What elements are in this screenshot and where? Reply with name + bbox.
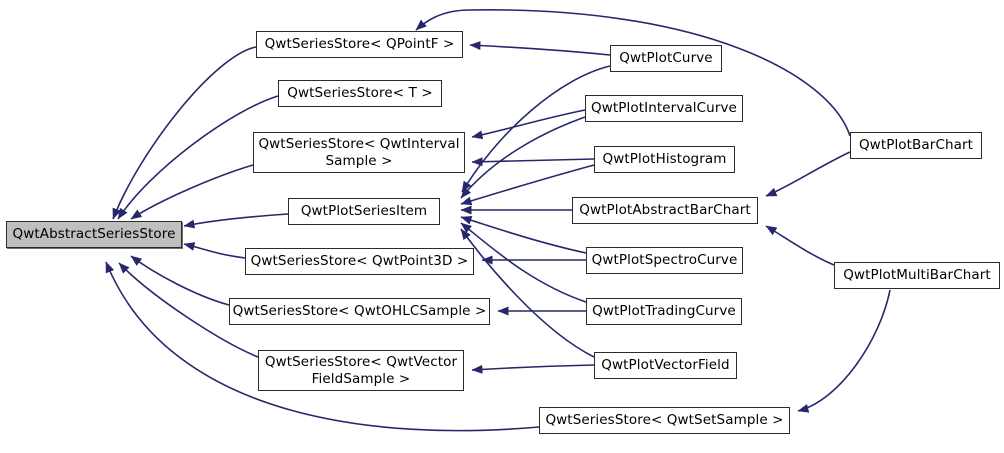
edge-barchart-to-ss-qpointf xyxy=(415,9,851,137)
node-qwtplotseriesitem[interactable]: QwtPlotSeriesItem xyxy=(288,198,440,225)
edge-ss-point3d-to-abstract xyxy=(183,242,246,259)
edge-vectorfield-to-seriesitem xyxy=(460,228,595,358)
edge-barchart-to-abstractbar xyxy=(765,151,851,197)
edge-trading-to-seriesitem xyxy=(460,222,587,303)
node-qwtplotcurve[interactable]: QwtPlotCurve xyxy=(610,45,722,72)
edge-ss-qpointf-to-abstract xyxy=(112,46,257,220)
edge-ss-ohlc-to-abstract xyxy=(130,255,230,306)
node-qwtplotabstractbarchart[interactable]: QwtPlotAbstractBarChart xyxy=(572,197,758,224)
edge-intervalcurve-to-ss-interval xyxy=(471,109,586,140)
edge-seriesitem-to-abstract xyxy=(183,213,289,229)
node-qwtplotspectrocurve[interactable]: QwtPlotSpectroCurve xyxy=(586,247,743,274)
node-qwtseriesstore-qwtintervalsample[interactable]: QwtSeriesStore< QwtInterval Sample > xyxy=(253,132,465,173)
node-qwtplottradingcurve[interactable]: QwtPlotTradingCurve xyxy=(586,298,742,325)
edge-intervalcurve-to-seriesitem xyxy=(460,116,586,199)
node-qwtseriesstore-qwtsetsample[interactable]: QwtSeriesStore< QwtSetSample > xyxy=(539,407,790,434)
node-qwtseriesstore-qwtohlcsample[interactable]: QwtSeriesStore< QwtOHLCSample > xyxy=(229,298,490,325)
node-qwtplotmultibarchart[interactable]: QwtPlotMultiBarChart xyxy=(834,262,1000,289)
node-qwtseriesstore-t[interactable]: QwtSeriesStore< T > xyxy=(278,80,442,107)
node-qwtplotbarchart[interactable]: QwtPlotBarChart xyxy=(850,132,982,159)
node-qwtseriesstore-qpointf[interactable]: QwtSeriesStore< QPointF > xyxy=(256,31,463,58)
edge-ss-interval-to-abstract xyxy=(130,164,254,220)
node-qwtplothistogram[interactable]: QwtPlotHistogram xyxy=(594,146,735,173)
edge-ss-setsample-to-abstract xyxy=(105,261,540,432)
node-qwtplotvectorfield[interactable]: QwtPlotVectorField xyxy=(594,352,737,379)
node-qwtplotintervalcurve[interactable]: QwtPlotIntervalCurve xyxy=(585,95,743,122)
edge-curve-to-seriesitem xyxy=(461,65,611,193)
edge-histogram-to-seriesitem xyxy=(460,164,595,206)
edge-vectorfield-to-ss-vector xyxy=(471,364,595,374)
edge-multibar-to-ss-setsample xyxy=(797,289,891,413)
edge-ss-vector-to-abstract xyxy=(118,262,259,358)
node-qwtseriesstore-qwtpoint3d[interactable]: QwtSeriesStore< QwtPoint3D > xyxy=(245,248,474,275)
edge-spectro-to-seriesitem xyxy=(460,215,587,254)
edge-curve-to-ss-qpointf xyxy=(469,41,611,56)
edge-multibar-to-abstractbar xyxy=(765,225,835,266)
node-qwtseriesstore-qwtvectorfieldsample[interactable]: QwtSeriesStore< QwtVector FieldSample > xyxy=(258,350,464,391)
edge-histogram-to-ss-interval xyxy=(471,157,595,167)
node-qwtabstractseriesstore[interactable]: QwtAbstractSeriesStore xyxy=(6,221,182,248)
edge-ss-t-to-abstract xyxy=(117,95,279,220)
